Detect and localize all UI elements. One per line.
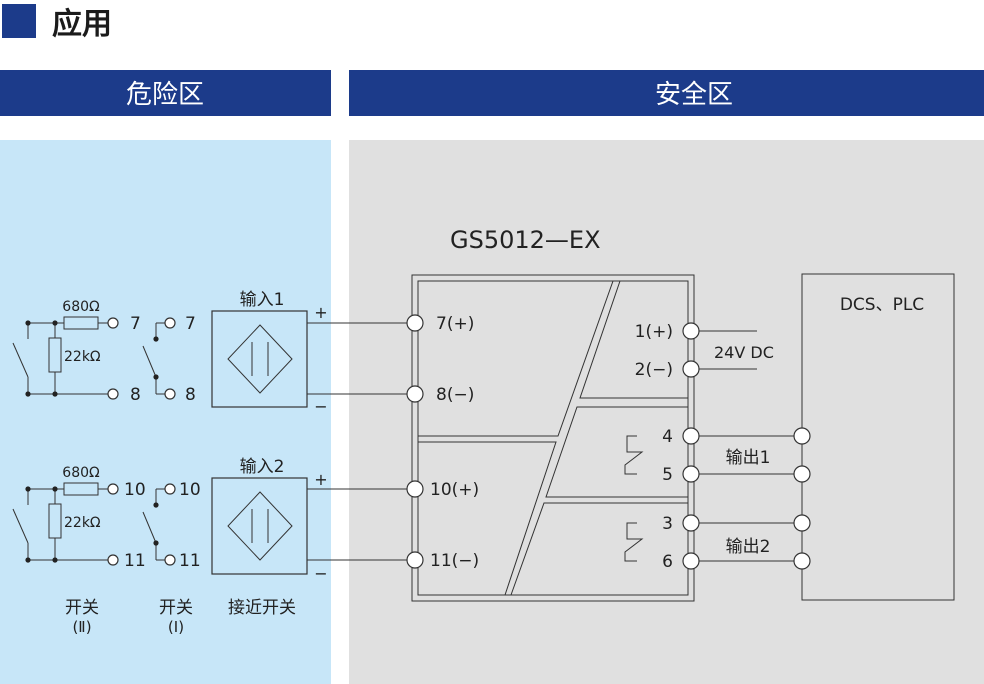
resistor-22k-label-2: 22kΩ [64,515,101,531]
sensor-2-label: 输入2 [240,457,285,477]
switch-contact-icon [12,342,29,378]
circuit-2-terminal-11: 11 [124,551,146,571]
caption-switch-i-sub: (Ⅰ) [168,618,184,636]
power-supply-label: 24V DC [714,343,774,362]
sensor-1-label: 输入1 [240,290,285,310]
caption-proximity-switch: 接近开关 [228,598,296,618]
device-terminal-2 [682,360,700,378]
device-terminal-10 [406,480,424,498]
circuit-2-terminal-10: 10 [124,480,146,500]
dcs-terminal-out2a [793,514,811,532]
terminal-label-2: 2(−) [635,360,673,380]
terminal-label-7: 7(+) [436,314,474,334]
sensor-2-plus: + [314,470,327,489]
sensor-2-minus: − [314,564,327,583]
terminal-label-11: 11(−) [430,551,479,571]
device-terminal-6 [682,552,700,570]
dcs-terminal-out2b [793,552,811,570]
circuit-1-terminal-8: 8 [130,385,141,405]
safe-zone-title: 安全区 [655,80,733,110]
circuit-1b-terminal-7: 7 [185,314,196,334]
hazard-zone-title: 危险区 [126,80,204,110]
output-2-label: 输出2 [726,537,771,557]
safe-zone-header [349,70,984,116]
output-1-label: 输出1 [726,448,771,468]
switch-i-contact-icon [142,345,157,378]
dcs-terminal-out1a [793,427,811,445]
device-terminal-7 [406,314,424,332]
device-terminal-3 [682,514,700,532]
resistive-switch-circuit-1 [12,316,119,400]
circuit-1b-terminal-8: 8 [185,385,196,405]
circuit-2b-terminal-10: 10 [179,480,201,500]
simple-switch-circuit-1 [142,317,176,400]
resistor-680-label-1: 680Ω [62,299,100,315]
terminal-label-3: 3 [662,514,673,534]
circuit-2b-terminal-11: 11 [179,551,201,571]
terminal-label-5: 5 [662,465,673,485]
terminal-label-4: 4 [662,427,673,447]
control-system-label: DCS、PLC [840,295,924,315]
title-square-icon [2,4,36,38]
isolator-module [411,274,695,602]
relay-2-icon [624,522,644,562]
device-terminal-5 [682,465,700,483]
device-terminal-8 [406,385,424,403]
device-terminal-4 [682,427,700,445]
device-terminal-1 [682,322,700,340]
proximity-sensor-2 [211,477,308,575]
resistor-22k-label-1: 22kΩ [64,349,101,365]
caption-switch-i: 开关 [159,598,193,618]
section-title: 应用 [52,7,112,42]
sensor-1-minus: − [314,397,327,416]
hazard-zone-header [0,70,331,116]
relay-1-icon [624,435,644,475]
device-model: GS5012—EX [450,226,601,254]
safe-zone-area [349,140,984,684]
dcs-terminal-out1b [793,465,811,483]
terminal-label-10: 10(+) [430,480,479,500]
circuit-1-terminal-7: 7 [130,314,141,334]
device-terminal-11 [406,551,424,569]
resistor-680-label-2: 680Ω [62,465,100,481]
simple-switch-circuit-2 [142,483,176,566]
resistive-switch-circuit-2 [12,482,119,566]
terminal-label-6: 6 [662,552,673,572]
hazard-zone-area [0,140,331,684]
proximity-sensor-1 [211,310,308,408]
terminal-label-8: 8(−) [436,385,474,405]
caption-switch-ii-sub: (Ⅱ) [72,618,91,636]
caption-switch-ii: 开关 [65,598,99,618]
sensor-1-plus: + [314,303,327,322]
terminal-label-1: 1(+) [635,322,673,342]
